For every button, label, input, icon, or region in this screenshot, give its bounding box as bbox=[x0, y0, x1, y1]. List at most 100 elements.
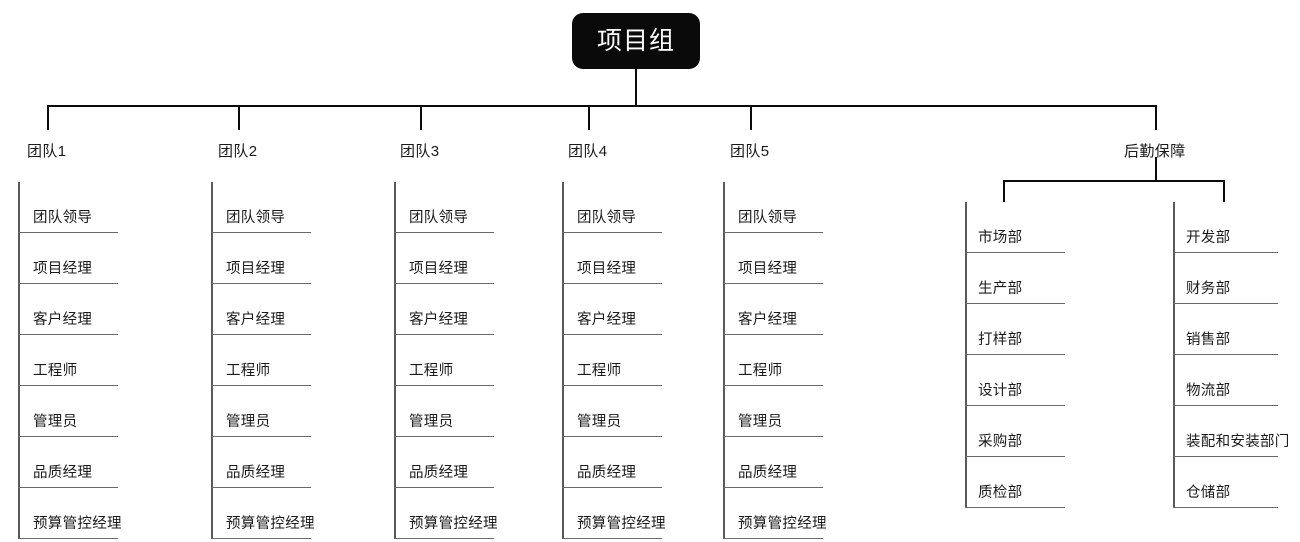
list-item[interactable]: 项目经理 bbox=[394, 233, 494, 284]
list-item[interactable]: 团队领导 bbox=[723, 182, 823, 233]
member-label: 预算管控经理 bbox=[33, 516, 122, 532]
list-item[interactable]: 品质经理 bbox=[394, 437, 494, 488]
team-column-4: 团队领导 项目经理 客户经理 工程师 管理员 品质经理 预算管控经理 bbox=[562, 182, 666, 539]
column-spine bbox=[394, 182, 396, 539]
department-label: 设计部 bbox=[978, 383, 1023, 399]
list-item[interactable]: 生产部 bbox=[965, 253, 1065, 304]
list-item[interactable]: 团队领导 bbox=[394, 182, 494, 233]
list-item[interactable]: 财务部 bbox=[1173, 253, 1278, 304]
list-item[interactable]: 管理员 bbox=[394, 386, 494, 437]
list-item[interactable]: 品质经理 bbox=[18, 437, 118, 488]
list-item[interactable]: 打样部 bbox=[965, 304, 1065, 355]
logistics-department-list-1: 市场部 生产部 打样部 设计部 采购部 质检部 bbox=[965, 202, 1065, 508]
member-label: 团队领导 bbox=[33, 210, 93, 226]
team-member-list-1: 团队领导 项目经理 客户经理 工程师 管理员 品质经理 预算管控经理 bbox=[18, 182, 122, 539]
list-item[interactable]: 预算管控经理 bbox=[562, 488, 666, 539]
group-label-team-4[interactable]: 团队4 bbox=[568, 143, 608, 160]
list-item[interactable]: 采购部 bbox=[965, 406, 1065, 457]
list-item[interactable]: 管理员 bbox=[562, 386, 662, 437]
list-item[interactable]: 客户经理 bbox=[723, 284, 823, 335]
member-label: 品质经理 bbox=[738, 465, 798, 481]
group-label-logistics[interactable]: 后勤保障 bbox=[1124, 143, 1186, 160]
drop-connector-logistics bbox=[1155, 105, 1157, 130]
member-label: 品质经理 bbox=[409, 465, 469, 481]
list-item[interactable]: 装配和安装部门 bbox=[1173, 406, 1289, 457]
list-item[interactable]: 品质经理 bbox=[562, 437, 662, 488]
member-label: 客户经理 bbox=[409, 312, 469, 328]
drop-connector-logistics-col-2 bbox=[1223, 180, 1225, 202]
member-label: 管理员 bbox=[738, 414, 783, 430]
drop-connector-team-3 bbox=[420, 105, 422, 130]
member-label: 预算管控经理 bbox=[738, 516, 827, 532]
member-label: 品质经理 bbox=[226, 465, 286, 481]
list-item[interactable]: 管理员 bbox=[18, 386, 118, 437]
member-label: 预算管控经理 bbox=[226, 516, 315, 532]
list-item[interactable]: 团队领导 bbox=[211, 182, 311, 233]
list-item[interactable]: 客户经理 bbox=[562, 284, 662, 335]
member-label: 项目经理 bbox=[226, 261, 286, 277]
department-label: 物流部 bbox=[1186, 383, 1231, 399]
list-item[interactable]: 品质经理 bbox=[211, 437, 311, 488]
list-item[interactable]: 工程师 bbox=[394, 335, 494, 386]
list-item[interactable]: 客户经理 bbox=[394, 284, 494, 335]
group-label-team-1[interactable]: 团队1 bbox=[27, 143, 67, 160]
list-item[interactable]: 设计部 bbox=[965, 355, 1065, 406]
team-column-5: 团队领导 项目经理 客户经理 工程师 管理员 品质经理 预算管控经理 bbox=[723, 182, 827, 539]
drop-connector-team-4 bbox=[588, 105, 590, 130]
column-spine bbox=[562, 182, 564, 539]
team-column-1: 团队领导 项目经理 客户经理 工程师 管理员 品质经理 预算管控经理 bbox=[18, 182, 122, 539]
list-item[interactable]: 预算管控经理 bbox=[394, 488, 498, 539]
group-label-team-2[interactable]: 团队2 bbox=[218, 143, 258, 160]
department-label: 生产部 bbox=[978, 281, 1023, 297]
list-item[interactable]: 预算管控经理 bbox=[211, 488, 315, 539]
member-label: 工程师 bbox=[577, 363, 622, 379]
logistics-bus-connector bbox=[1003, 180, 1225, 182]
list-item[interactable]: 工程师 bbox=[18, 335, 118, 386]
drop-connector-team-5 bbox=[750, 105, 752, 130]
member-label: 管理员 bbox=[409, 414, 454, 430]
list-item[interactable]: 项目经理 bbox=[211, 233, 311, 284]
department-label: 打样部 bbox=[978, 332, 1023, 348]
member-label: 管理员 bbox=[226, 414, 271, 430]
member-label: 管理员 bbox=[577, 414, 622, 430]
list-item[interactable]: 市场部 bbox=[965, 202, 1065, 253]
list-item[interactable]: 项目经理 bbox=[562, 233, 662, 284]
list-item[interactable]: 管理员 bbox=[723, 386, 823, 437]
group-label-team-3[interactable]: 团队3 bbox=[400, 143, 440, 160]
group-label-team-5[interactable]: 团队5 bbox=[730, 143, 770, 160]
list-item[interactable]: 工程师 bbox=[723, 335, 823, 386]
member-label: 工程师 bbox=[226, 363, 271, 379]
list-item[interactable]: 工程师 bbox=[562, 335, 662, 386]
team-member-list-2: 团队领导 项目经理 客户经理 工程师 管理员 品质经理 预算管控经理 bbox=[211, 182, 315, 539]
logistics-column-2: 开发部 财务部 销售部 物流部 装配和安装部门 仓储部 bbox=[1173, 202, 1289, 508]
list-item[interactable]: 开发部 bbox=[1173, 202, 1278, 253]
team-member-list-4: 团队领导 项目经理 客户经理 工程师 管理员 品质经理 预算管控经理 bbox=[562, 182, 666, 539]
department-label: 市场部 bbox=[978, 230, 1023, 246]
list-item[interactable]: 客户经理 bbox=[211, 284, 311, 335]
team-member-list-3: 团队领导 项目经理 客户经理 工程师 管理员 品质经理 预算管控经理 bbox=[394, 182, 498, 539]
list-item[interactable]: 仓储部 bbox=[1173, 457, 1278, 508]
member-label: 团队领导 bbox=[409, 210, 469, 226]
list-item[interactable]: 项目经理 bbox=[723, 233, 823, 284]
member-label: 客户经理 bbox=[738, 312, 798, 328]
department-label: 销售部 bbox=[1186, 332, 1231, 348]
list-item[interactable]: 预算管控经理 bbox=[18, 488, 122, 539]
list-item[interactable]: 客户经理 bbox=[18, 284, 118, 335]
root-node[interactable]: 项目组 bbox=[572, 13, 700, 69]
department-label: 装配和安装部门 bbox=[1186, 434, 1290, 450]
list-item[interactable]: 品质经理 bbox=[723, 437, 823, 488]
list-item[interactable]: 项目经理 bbox=[18, 233, 118, 284]
list-item[interactable]: 质检部 bbox=[965, 457, 1065, 508]
list-item[interactable]: 工程师 bbox=[211, 335, 311, 386]
list-item[interactable]: 团队领导 bbox=[562, 182, 662, 233]
team-member-list-5: 团队领导 项目经理 客户经理 工程师 管理员 品质经理 预算管控经理 bbox=[723, 182, 827, 539]
department-label: 开发部 bbox=[1186, 230, 1231, 246]
list-item[interactable]: 团队领导 bbox=[18, 182, 118, 233]
list-item[interactable]: 管理员 bbox=[211, 386, 311, 437]
list-item[interactable]: 预算管控经理 bbox=[723, 488, 827, 539]
list-item[interactable]: 物流部 bbox=[1173, 355, 1278, 406]
member-label: 团队领导 bbox=[226, 210, 286, 226]
member-label: 团队领导 bbox=[738, 210, 798, 226]
list-item[interactable]: 销售部 bbox=[1173, 304, 1278, 355]
